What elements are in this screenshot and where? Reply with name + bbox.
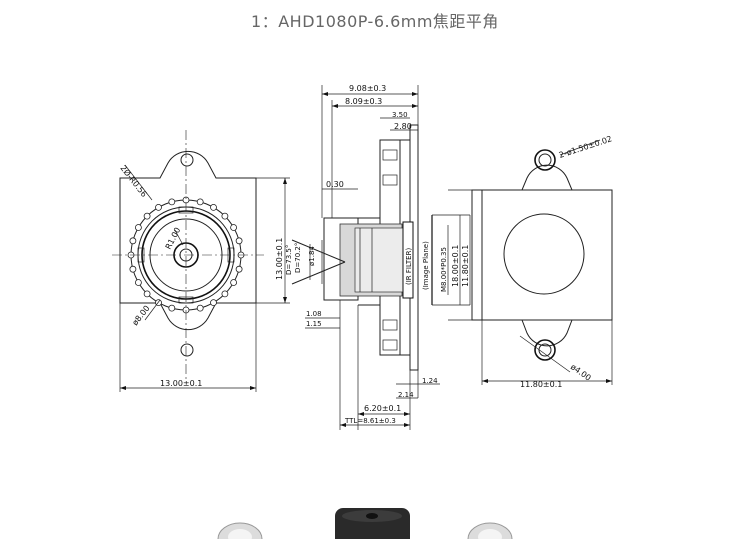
gear-tooth (155, 203, 162, 211)
side-section-view (291, 85, 471, 430)
dim-280: 2.80 (394, 122, 412, 131)
gear-tooth (221, 212, 229, 220)
dim-1180-horizontal: 11.80±0.1 (520, 380, 562, 389)
gear-tooth (230, 279, 238, 286)
dim-1180-vertical: 11.80±0.1 (461, 245, 470, 287)
dim-d735: D=73.5° (285, 245, 293, 275)
dim-214: 2.14 (398, 391, 414, 399)
dim-620: 6.20±0.1 (364, 404, 401, 413)
dim-908: 9.08±0.3 (349, 84, 386, 93)
dim-image-plane: (Image Plane) (422, 241, 430, 290)
dim-dia184: ø1.84 (308, 246, 316, 266)
dim-1300-horizontal: 13.00±0.1 (160, 379, 202, 388)
dim-108: 1.08 (306, 310, 322, 318)
gear-tooth (168, 304, 176, 312)
gear-tooth (230, 224, 238, 231)
gear-tooth (235, 265, 243, 273)
gear-tooth (134, 279, 142, 286)
gear-tooth (235, 237, 243, 245)
dim-115: 1.15 (306, 320, 322, 328)
dim-dia150: 2-ø1.50±0.02 (558, 134, 613, 160)
gear-tooth (168, 198, 176, 206)
gear-tooth (134, 224, 142, 231)
dim-030: 0.30 (326, 180, 344, 189)
dim-809: 8.09±0.3 (345, 97, 382, 106)
gear-tooth (196, 304, 204, 312)
gear-tooth (143, 212, 151, 220)
gear-tooth (129, 265, 137, 273)
dim-dia400: ø4.00 (569, 362, 593, 382)
gear-tooth (196, 198, 204, 206)
dim-d702: D=70.2° (294, 243, 302, 273)
dim-1300-vertical: 13.00±0.1 (275, 238, 284, 280)
product-photo-strip (217, 508, 513, 539)
gear-tooth (143, 290, 151, 298)
gear-tooth (210, 203, 217, 211)
rear-view (448, 139, 613, 385)
dim-124: 1.24 (422, 377, 438, 385)
dim-ttl: TTL=8.61±0.3 (344, 417, 396, 425)
dim-ir-filter: (IR FILTER) (405, 248, 413, 285)
gear-tooth (210, 299, 217, 307)
dim-m8: M8.00*P0.35 (440, 247, 448, 292)
gear-tooth (221, 290, 229, 298)
dim-1800: 18.00±0.1 (451, 245, 460, 287)
gear-tooth (129, 237, 137, 245)
front-view (112, 130, 290, 392)
page-title: 1：AHD1080P-6.6mm焦距平角 (251, 12, 499, 31)
dim-r056: 2Ø-R0.56 (118, 163, 149, 199)
dim-350: 3.50 (392, 111, 408, 119)
